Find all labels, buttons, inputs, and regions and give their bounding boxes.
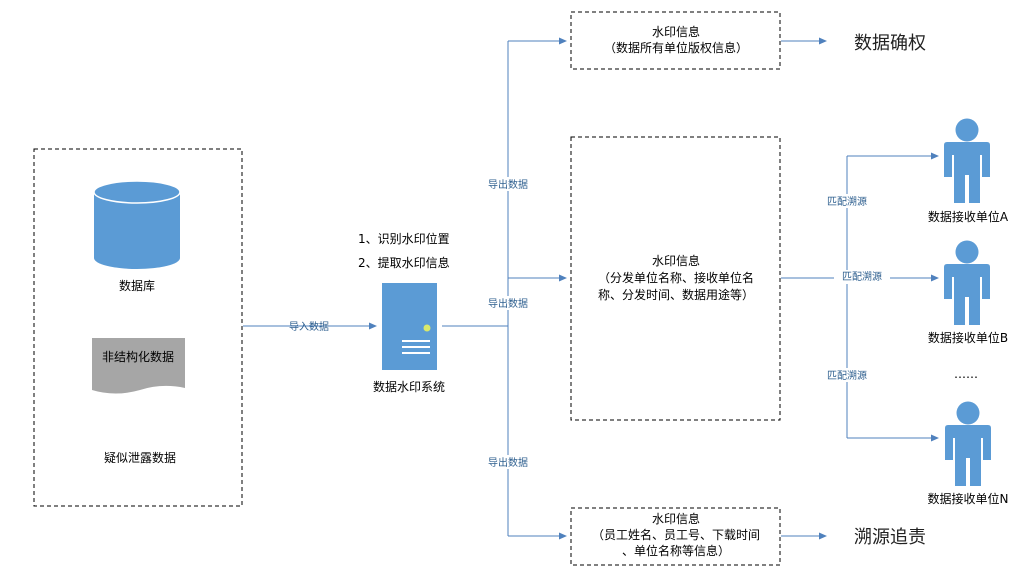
system-name: 数据水印系统 — [373, 379, 445, 394]
export-connectors — [442, 37, 567, 540]
person-icon-n — [945, 401, 991, 486]
watermark-box-middle-title: 水印信息 — [652, 253, 700, 268]
export-label-middle: 导出数据 — [488, 297, 528, 310]
match-label-n: 匹配溯源 — [827, 369, 867, 382]
system-step-1: 1、识别水印位置 — [358, 231, 450, 246]
watermark-box-bottom-line1: （员工姓名、员工号、下载时间 — [592, 527, 760, 542]
document-icon — [92, 338, 185, 394]
database-icon — [93, 180, 181, 269]
person-icon-a — [944, 118, 990, 203]
result-bottom: 溯源追责 — [854, 527, 926, 548]
match-label-b: 匹配溯源 — [842, 270, 882, 283]
result-top: 数据确权 — [854, 33, 926, 54]
receiver-a-label: 数据接收单位A — [928, 209, 1009, 224]
export-label-bottom: 导出数据 — [488, 456, 528, 469]
unstructured-label: 非结构化数据 — [102, 349, 174, 364]
server-icon — [382, 283, 437, 370]
person-icon-b — [944, 240, 990, 325]
watermark-box-bottom-title: 水印信息 — [652, 511, 700, 526]
watermark-box-bottom-line2: 、单位名称等信息） — [622, 543, 730, 558]
watermark-box-top-title: 水印信息 — [652, 24, 700, 39]
watermark-box-middle-line1: （分发单位名称、接收单位名 — [598, 270, 754, 285]
watermark-box-middle — [570, 136, 781, 421]
receiver-n-label: 数据接收单位N — [928, 491, 1009, 506]
receiver-b-label: 数据接收单位B — [928, 330, 1008, 345]
database-label: 数据库 — [119, 278, 155, 293]
watermark-box-middle-line2: 称、分发时间、数据用途等） — [598, 287, 754, 302]
suspected-label: 疑似泄露数据 — [104, 450, 176, 465]
system-step-2: 2、提取水印信息 — [358, 255, 450, 270]
import-label: 导入数据 — [289, 320, 329, 333]
match-label-a: 匹配溯源 — [827, 195, 867, 208]
watermark-box-top-line1: （数据所有单位版权信息） — [604, 40, 748, 55]
export-label-top: 导出数据 — [488, 178, 528, 191]
receivers-ellipsis: …… — [954, 367, 978, 381]
source-container — [33, 148, 243, 507]
